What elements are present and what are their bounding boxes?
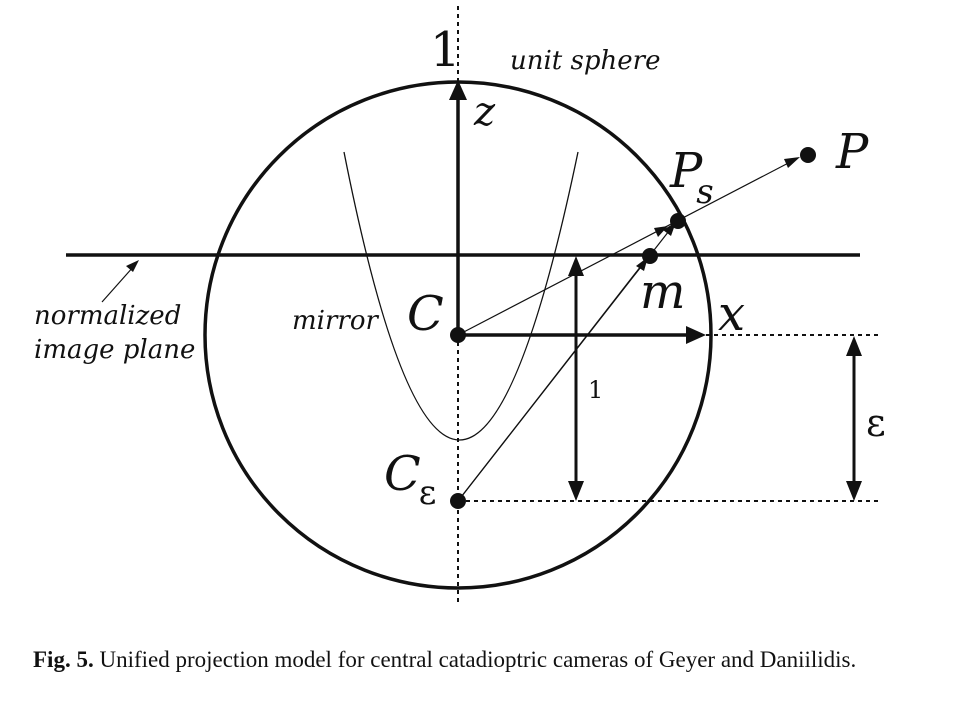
point-p	[800, 147, 816, 163]
dim-eps-arrow-top	[846, 336, 862, 356]
point-ps-subscript: s	[696, 172, 714, 212]
unit-sphere-label: unit sphere	[510, 46, 661, 76]
dim-one-arrow-top	[568, 256, 584, 276]
z-axis-arrowhead	[449, 80, 467, 100]
point-ps-main: P	[670, 143, 703, 199]
ray-c-arrowhead	[654, 226, 668, 237]
dim-eps-arrow-bottom	[846, 481, 862, 501]
dim-one-label: 1	[588, 376, 604, 404]
axis-top-label: 1	[430, 22, 461, 78]
plane-label-line1: normalized	[34, 301, 182, 331]
caption-text: Unified projection model for central cat…	[99, 647, 857, 672]
plane-pointer-line	[101, 265, 135, 303]
z-axis-label: z	[474, 89, 496, 135]
caption-label: Fig. 5.	[33, 647, 94, 672]
point-ps-label: Ps	[670, 147, 720, 209]
mirror-label: mirror	[292, 306, 378, 336]
figure-caption: Fig. 5. Unified projection model for cen…	[33, 644, 933, 675]
projection-model-figure: 1 unit sphere z P Ps m x C mirror normal…	[34, 6, 886, 606]
point-ps	[670, 213, 686, 229]
ray-c-to-p	[457, 157, 799, 336]
ray-p-arrowhead	[784, 157, 800, 168]
point-m	[642, 248, 658, 264]
mirror-parabola	[343, 151, 579, 441]
point-m-label: m	[640, 264, 686, 320]
x-axis-label: x	[718, 286, 746, 342]
plane-label-line2: image plane	[34, 335, 196, 365]
center-c-label: C	[407, 286, 444, 342]
dim-eps-label: ε	[866, 401, 886, 445]
ray-ceps-to-m	[457, 256, 649, 502]
center-ceps-label: Cε	[384, 450, 438, 510]
point-c	[450, 327, 466, 343]
dim-one-arrow-bottom	[568, 481, 584, 501]
center-ceps-subscript: ε	[418, 473, 437, 513]
point-p-label: P	[836, 124, 869, 180]
plane-pointer-arrowhead	[126, 260, 139, 272]
x-axis-arrowhead	[686, 326, 706, 344]
point-ceps	[450, 493, 466, 509]
figure-drawing	[66, 6, 880, 606]
center-ceps-main: C	[384, 446, 421, 502]
